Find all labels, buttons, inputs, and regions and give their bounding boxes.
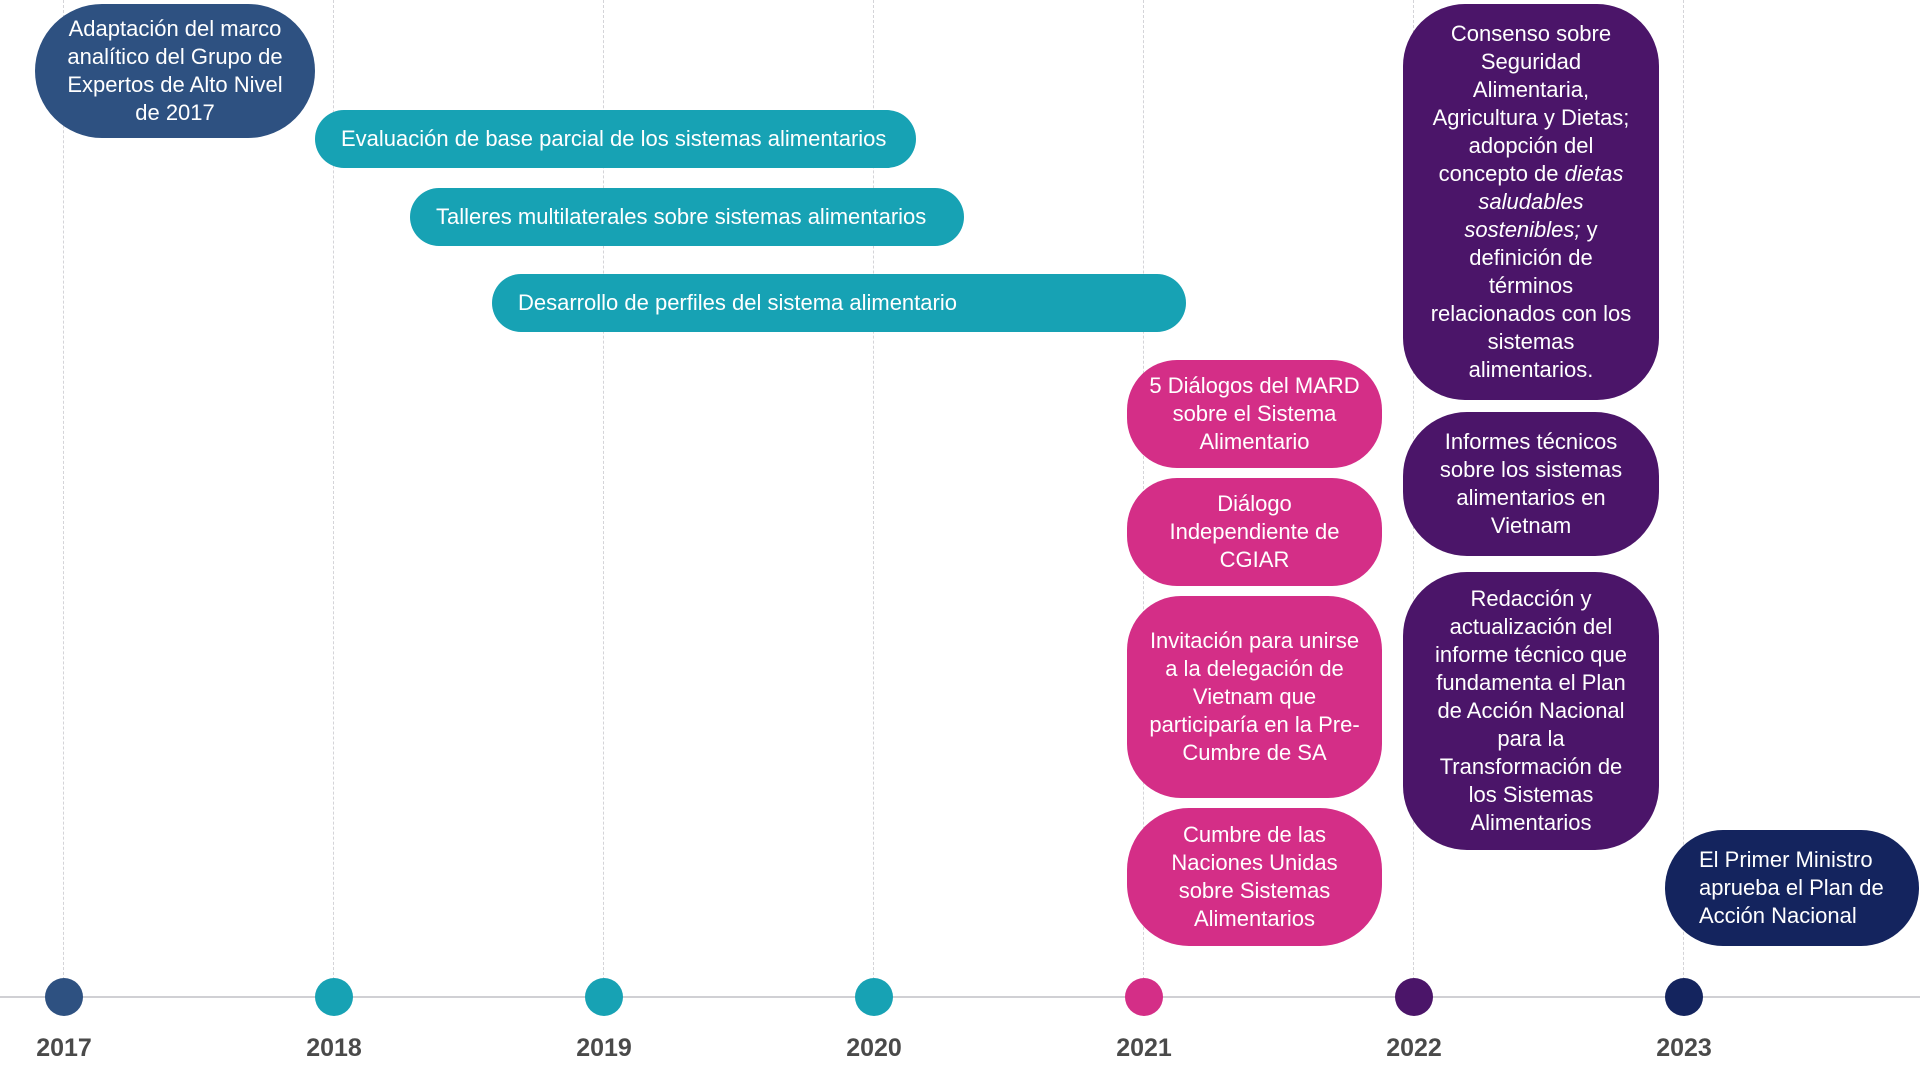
- event-cgiar-dialogue: Diálogo Independiente de CGIAR: [1127, 478, 1382, 586]
- event-mard-dialogues-text: 5 Diálogos del MARD sobre el Sistema Ali…: [1149, 373, 1360, 454]
- timeline-axis: [0, 996, 1920, 998]
- year-marker-2021: [1125, 978, 1163, 1016]
- year-label-2023: 2023: [1656, 1034, 1712, 1062]
- event-cgiar-dialogue-text: Diálogo Independiente de CGIAR: [1169, 491, 1340, 572]
- year-marker-2020: [855, 978, 893, 1016]
- event-drafting-report: Redacción y actualización del informe té…: [1403, 572, 1659, 850]
- event-mard-dialogues: 5 Diálogos del MARD sobre el Sistema Ali…: [1127, 360, 1382, 468]
- year-label-2019: 2019: [576, 1034, 632, 1062]
- event-workshops-text: Talleres multilaterales sobre sistemas a…: [436, 204, 927, 229]
- gridline-2019: [603, 0, 604, 995]
- year-label-2018: 2018: [306, 1034, 362, 1062]
- gridline-2023: [1683, 0, 1684, 995]
- event-pre-summit-invitation: Invitación para unirse a la delegación d…: [1127, 596, 1382, 798]
- gridline-2017: [63, 0, 64, 995]
- year-marker-2019: [585, 978, 623, 1016]
- event-profiles: Desarrollo de perfiles del sistema alime…: [492, 274, 1186, 332]
- event-technical-reports: Informes técnicos sobre los sistemas ali…: [1403, 412, 1659, 556]
- event-consensus-text-after: y definición de términos relacionados co…: [1430, 217, 1632, 382]
- event-workshops: Talleres multilaterales sobre sistemas a…: [410, 188, 964, 246]
- event-pm-approval: El Primer Ministro aprueba el Plan de Ac…: [1665, 830, 1919, 946]
- event-pre-summit-invitation-text: Invitación para unirse a la delegación d…: [1149, 628, 1360, 765]
- event-pm-approval-text: El Primer Ministro aprueba el Plan de Ac…: [1699, 847, 1884, 928]
- year-marker-2018: [315, 978, 353, 1016]
- year-label-2020: 2020: [846, 1034, 902, 1062]
- gridline-2020: [873, 0, 874, 995]
- event-hlpe-framework: Adaptación del marco analítico del Grupo…: [35, 4, 315, 138]
- year-marker-2023: [1665, 978, 1703, 1016]
- event-baseline-assessment: Evaluación de base parcial de los sistem…: [315, 110, 916, 168]
- event-consensus-text: Consenso sobre Seguridad Alimentaria, Ag…: [1425, 20, 1637, 384]
- event-baseline-assessment-text: Evaluación de base parcial de los sistem…: [341, 126, 887, 151]
- year-label-2021: 2021: [1116, 1034, 1172, 1062]
- year-marker-2022: [1395, 978, 1433, 1016]
- gridline-2018: [333, 0, 334, 995]
- year-label-2022: 2022: [1386, 1034, 1442, 1062]
- event-un-summit: Cumbre de las Naciones Unidas sobre Sist…: [1127, 808, 1382, 946]
- event-technical-reports-text: Informes técnicos sobre los sistemas ali…: [1439, 429, 1623, 538]
- event-un-summit-text: Cumbre de las Naciones Unidas sobre Sist…: [1171, 822, 1338, 931]
- event-drafting-report-text: Redacción y actualización del informe té…: [1435, 586, 1627, 835]
- event-consensus-text-italic: dietas saludables sostenibles;: [1464, 161, 1624, 242]
- event-consensus: Consenso sobre Seguridad Alimentaria, Ag…: [1403, 4, 1659, 400]
- year-marker-2017: [45, 978, 83, 1016]
- event-hlpe-framework-text: Adaptación del marco analítico del Grupo…: [67, 16, 283, 125]
- event-consensus-text-before: Consenso sobre Seguridad Alimentaria, Ag…: [1432, 21, 1630, 186]
- event-profiles-text: Desarrollo de perfiles del sistema alime…: [518, 290, 957, 315]
- year-label-2017: 2017: [36, 1034, 92, 1062]
